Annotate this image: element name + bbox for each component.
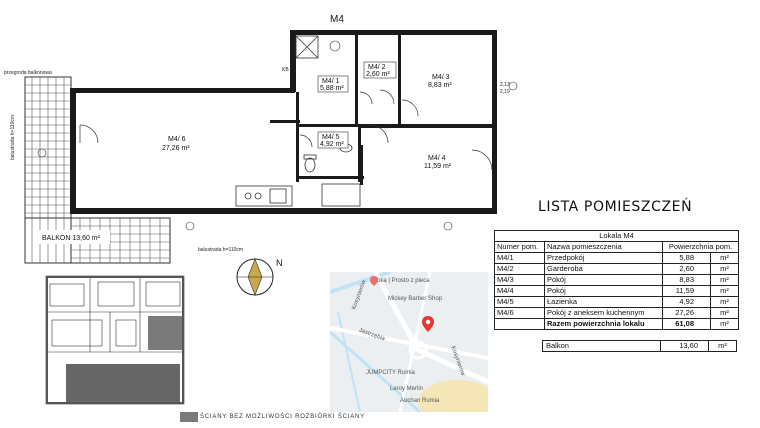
room-code-4: M4/ 4	[428, 155, 446, 162]
row-unit: m²	[709, 307, 740, 319]
balcony-label: BALKON 13,60 m²	[42, 235, 101, 242]
room-area-6: 27,26 m²	[162, 145, 190, 152]
row-area: 11,59	[662, 285, 711, 297]
balkon-table: Balkon 13,60 m²	[542, 340, 737, 352]
total-unit: m²	[709, 318, 740, 330]
balustrade-bottom-label: balustrada h=110cm	[198, 247, 243, 253]
row-number: M4/6	[494, 307, 545, 319]
side-dim-1: 2,13	[500, 82, 510, 88]
row-unit: m²	[709, 252, 740, 264]
map-label-barber[interactable]: Mickey Barber Shop	[388, 296, 443, 302]
unit-label: M4	[330, 14, 344, 25]
row-area: 8,83	[662, 274, 711, 286]
row-name: Przedpokój	[544, 252, 663, 264]
row-unit: m²	[709, 263, 740, 275]
total-area: 61,08	[662, 318, 711, 330]
room-code-5: M4/ 5	[322, 134, 340, 141]
map-label-jumpcity[interactable]: JUMPCITY Rumia	[366, 370, 415, 376]
total-label: Razem powierzchnia lokalu	[544, 318, 663, 330]
room-code-1: M4/ 1	[322, 78, 340, 85]
map-label-zabka[interactable]: Żabka | Prosto z pieca	[370, 278, 430, 284]
page-title: LISTA POMIESZCZEŃ	[538, 199, 693, 215]
header-number: Numer pom.	[494, 241, 545, 253]
shaft	[295, 35, 319, 59]
row-name: Pokój z aneksem kuchennym	[544, 307, 663, 319]
header-name: Nazwa pomieszczenia	[544, 241, 663, 253]
kitchen-counter	[235, 185, 293, 207]
room-area-2: 2,60 m²	[366, 71, 390, 78]
table-row: M4/6 Pokój z aneksem kuchennym 27,26 m²	[494, 307, 740, 319]
row-number: M4/1	[494, 252, 545, 264]
door-swings	[79, 89, 493, 171]
compass-north-label: N	[276, 258, 283, 268]
legend-text: ŚCIANY BEZ MOŻLIWOŚCI ROZBIÓRKI ŚCIANY	[200, 414, 365, 420]
table-row: M4/2 Garderoba 2,60 m²	[494, 263, 740, 275]
table-row: M4/3 Pokój 8,83 m²	[494, 274, 740, 286]
balustrade-top-label: przegroda balkonowa	[4, 70, 52, 76]
row-number: M4/3	[494, 274, 545, 286]
room-code-6: M4/ 6	[168, 136, 186, 143]
row-unit: m²	[709, 274, 740, 286]
room-area-5: 4,92 m²	[320, 141, 344, 148]
room-area-1: 5,88 m²	[320, 85, 344, 92]
balustrade-side-label: balustrada h=110cm	[10, 115, 16, 160]
map-shop-pin-icon	[370, 276, 378, 286]
row-name: Garderoba	[544, 263, 663, 275]
table-row: M4/4 Pokój 11,59 m²	[494, 285, 740, 297]
row-name: Pokój	[544, 285, 663, 297]
row-area: 4,92	[662, 296, 711, 308]
compass: N	[236, 258, 283, 296]
balkon-unit: m²	[708, 340, 737, 352]
kb-label: KB	[282, 67, 289, 73]
table-row: M4/1 Przedpokój 5,88 m²	[494, 252, 740, 264]
row-area: 2,60	[662, 263, 711, 275]
table-row: M4/5 Łazienka 4,92 m²	[494, 296, 740, 308]
balcony	[24, 76, 171, 264]
row-unit: m²	[709, 285, 740, 297]
balkon-label: Balkon	[542, 340, 661, 352]
row-area: 27,26	[662, 307, 711, 319]
room-table-caption: Lokala M4	[493, 230, 740, 242]
row-unit: m²	[709, 296, 740, 308]
map-roads	[330, 272, 488, 412]
map-label-auchan[interactable]: Auchan Rumia	[400, 398, 440, 404]
room-area-3: 8,83 m²	[428, 82, 452, 89]
room-code-2: M4/ 2	[368, 64, 386, 71]
row-number: M4/2	[494, 263, 545, 275]
side-dim-2: 2,19	[500, 89, 510, 95]
location-map[interactable]: Żabka | Prosto z pieca Mickey Barber Sho…	[330, 272, 488, 412]
walls	[70, 30, 497, 214]
map-pin-icon[interactable]	[422, 316, 434, 332]
room-code-3: M4/ 3	[432, 74, 450, 81]
section-markers	[37, 40, 518, 231]
table-total-row: Razem powierzchnia lokalu 61,08 m²	[494, 318, 740, 330]
floor-plan: M4/ 1 5,88 m² M4/ 2 2,60 m² M4/ 3 8,83 m…	[4, 14, 518, 264]
row-name: Pokój	[544, 274, 663, 286]
building-thumbnail	[45, 275, 185, 405]
map-label-leroy[interactable]: Leroy Merlin	[390, 386, 424, 392]
row-area: 5,88	[662, 252, 711, 264]
room-labels: M4/ 1 5,88 m² M4/ 2 2,60 m² M4/ 3 8,83 m…	[162, 61, 452, 170]
header-area: Powierzchnia pom.	[661, 241, 740, 253]
row-name: Łazienka	[544, 296, 663, 308]
legend-swatch	[180, 412, 198, 422]
balkon-area: 13,60	[660, 340, 709, 352]
row-number: M4/5	[494, 296, 545, 308]
room-table: Lokala M4 Numer pom. Nazwa pomieszczenia…	[493, 230, 740, 330]
row-number: M4/4	[494, 285, 545, 297]
room-area-4: 11,59 m²	[424, 163, 452, 170]
bathroom-fixtures	[303, 143, 361, 207]
